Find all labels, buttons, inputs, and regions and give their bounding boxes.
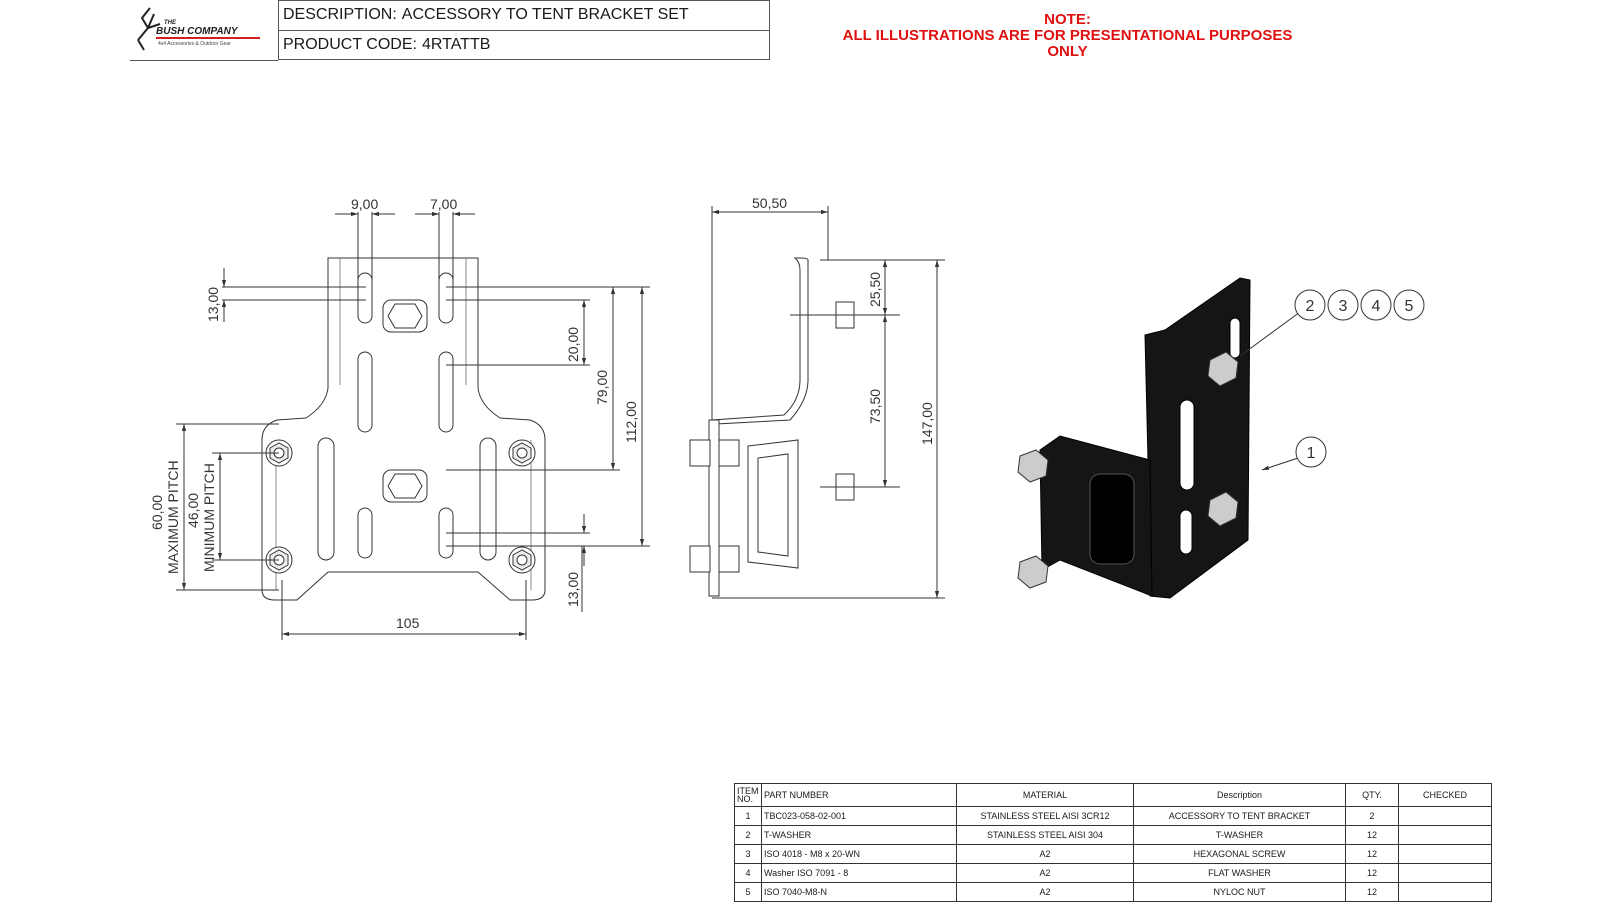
bom-checked (1398, 882, 1492, 902)
bom-item: 3 (734, 844, 762, 864)
balloon-labels: 2 3 4 5 1 (1306, 298, 1414, 462)
dim-depth: 50,50 (752, 195, 787, 211)
dim-maximum-pitch-label: MAXIMUM PITCH (165, 460, 181, 574)
iso-bolt-heads (1017, 351, 1239, 589)
bom-qty: 12 (1345, 882, 1399, 902)
bom-checked (1398, 825, 1492, 845)
description-line: DESCRIPTION:ACCESSORY TO TENT BRACKET SE… (278, 0, 770, 30)
dim-bottom-offset: 13,00 (565, 572, 581, 607)
balloon-2: 2 (1306, 298, 1315, 315)
title-block: THE BUSH COMPANY 4x4 Accessories & Outdo… (130, 0, 770, 61)
front-dimension-lines (176, 211, 650, 640)
front-view: 9,00 7,00 13,00 20,00 79,00 112,00 13,00… (149, 196, 650, 640)
bom-qty: 12 (1345, 863, 1399, 883)
balloon-5: 5 (1405, 298, 1414, 315)
bom-material: A2 (956, 882, 1134, 902)
bom-header-part: PART NUMBER (761, 783, 957, 807)
balloon-1: 1 (1307, 445, 1316, 462)
bom-header-description: Description (1133, 783, 1346, 807)
bom-item: 5 (734, 882, 762, 902)
front-dimension-texts: 9,00 7,00 13,00 20,00 79,00 112,00 13,00… (149, 196, 639, 631)
dim-overall-span: 112,00 (623, 401, 639, 443)
dim-overall-height: 147,00 (919, 402, 935, 445)
dim-hole-pitch: 73,50 (867, 389, 883, 424)
dim-top-offset: 13,00 (205, 287, 221, 322)
isometric-view: 2 3 4 5 1 (1017, 277, 1425, 599)
product-code-line: PRODUCT CODE:4RTATTB (278, 30, 770, 60)
product-code-label: PRODUCT CODE: (283, 36, 417, 53)
bom-part: ISO 7040-M8-N (761, 882, 957, 902)
bom-qty: 12 (1345, 825, 1399, 845)
side-dimension-lines (711, 206, 945, 599)
bom-part: TBC023-058-02-001 (761, 806, 957, 826)
bom-header-material: MATERIAL (956, 783, 1134, 807)
product-code-value: 4RTATTB (421, 36, 491, 53)
bom-description: FLAT WASHER (1133, 863, 1346, 883)
svg-text:THE: THE (164, 20, 177, 26)
presentation-note: NOTE: ALL ILLUSTRATIONS ARE FOR PRESENTA… (830, 12, 1305, 60)
bom-header-row: ITEM NO. PART NUMBER MATERIAL Descriptio… (734, 783, 1492, 807)
note-title: NOTE: (1044, 11, 1091, 28)
dim-middle-span: 79,00 (594, 370, 610, 405)
bom-checked (1398, 863, 1492, 883)
bom-header-checked: CHECKED (1398, 783, 1492, 807)
bom-description: ACCESSORY TO TENT BRACKET (1133, 806, 1346, 826)
side-dimension-texts: 50,50 25,50 73,50 147,00 (752, 195, 935, 445)
balloon-4: 4 (1372, 298, 1381, 315)
bom-item: 2 (734, 825, 762, 845)
bom-row: 2 T-WASHER STAINLESS STEEL AISI 304 T-WA… (734, 825, 1492, 845)
bom-material: STAINLESS STEEL AISI 304 (956, 825, 1134, 845)
bom-checked (1398, 844, 1492, 864)
bom-description: NYLOC NUT (1133, 882, 1346, 902)
bom-material: A2 (956, 844, 1134, 864)
note-text: ALL ILLUSTRATIONS ARE FOR PRESENTATIONAL… (842, 27, 1293, 60)
bill-of-materials: ITEM NO. PART NUMBER MATERIAL Descriptio… (734, 783, 1492, 902)
dim-maximum-pitch: 60,00 (149, 495, 165, 530)
balloon-3: 3 (1339, 298, 1348, 315)
bom-material: A2 (956, 863, 1134, 883)
bom-part: Washer ISO 7091 - 8 (761, 863, 957, 883)
bom-qty: 12 (1345, 844, 1399, 864)
bom-header-qty: QTY. (1345, 783, 1399, 807)
bom-row: 3 ISO 4018 - M8 x 20-WN A2 HEXAGONAL SCR… (734, 844, 1492, 864)
bom-row: 1 TBC023-058-02-001 STAINLESS STEEL AISI… (734, 806, 1492, 826)
antelope-horns-icon (137, 7, 161, 51)
bom-qty: 2 (1345, 806, 1399, 826)
bom-item: 4 (734, 863, 762, 883)
dim-minimum-pitch-label: MINIMUM PITCH (201, 463, 217, 572)
dim-slot-width-2: 7,00 (430, 196, 457, 212)
dim-side-top-offset: 25,50 (867, 272, 883, 307)
bom-item: 1 (734, 806, 762, 826)
bom-description: HEXAGONAL SCREW (1133, 844, 1346, 864)
square-heads (382, 299, 428, 503)
bom-checked (1398, 806, 1492, 826)
bom-part: ISO 4018 - M8 x 20-WN (761, 844, 957, 864)
side-profile (711, 257, 809, 597)
svg-text:4x4 Accessories & Outdoor Gear: 4x4 Accessories & Outdoor Gear (158, 41, 231, 47)
side-view: 50,50 25,50 73,50 147,00 (689, 195, 945, 599)
bom-row: 4 Washer ISO 7091 - 8 A2 FLAT WASHER 12 (734, 863, 1492, 883)
svg-text:BUSH COMPANY: BUSH COMPANY (156, 26, 239, 37)
bom-header-item: ITEM NO. (734, 783, 762, 807)
dim-slot-width: 9,00 (351, 196, 378, 212)
bom-row: 5 ISO 7040-M8-N A2 NYLOC NUT 12 (734, 882, 1492, 902)
description-label: DESCRIPTION: (283, 6, 397, 23)
dim-slot-pitch: 20,00 (565, 327, 581, 362)
iso-balloons (1239, 289, 1425, 471)
technical-drawing: 9,00 7,00 13,00 20,00 79,00 112,00 13,00… (149, 195, 1425, 640)
dim-minimum-pitch: 46,00 (185, 493, 201, 528)
company-logo: THE BUSH COMPANY 4x4 Accessories & Outdo… (137, 7, 260, 51)
description-value: ACCESSORY TO TENT BRACKET SET (401, 6, 689, 23)
bom-material: STAINLESS STEEL AISI 3CR12 (956, 806, 1134, 826)
bom-description: T-WASHER (1133, 825, 1346, 845)
bom-part: T-WASHER (761, 825, 957, 845)
dim-width: 105 (396, 615, 420, 631)
